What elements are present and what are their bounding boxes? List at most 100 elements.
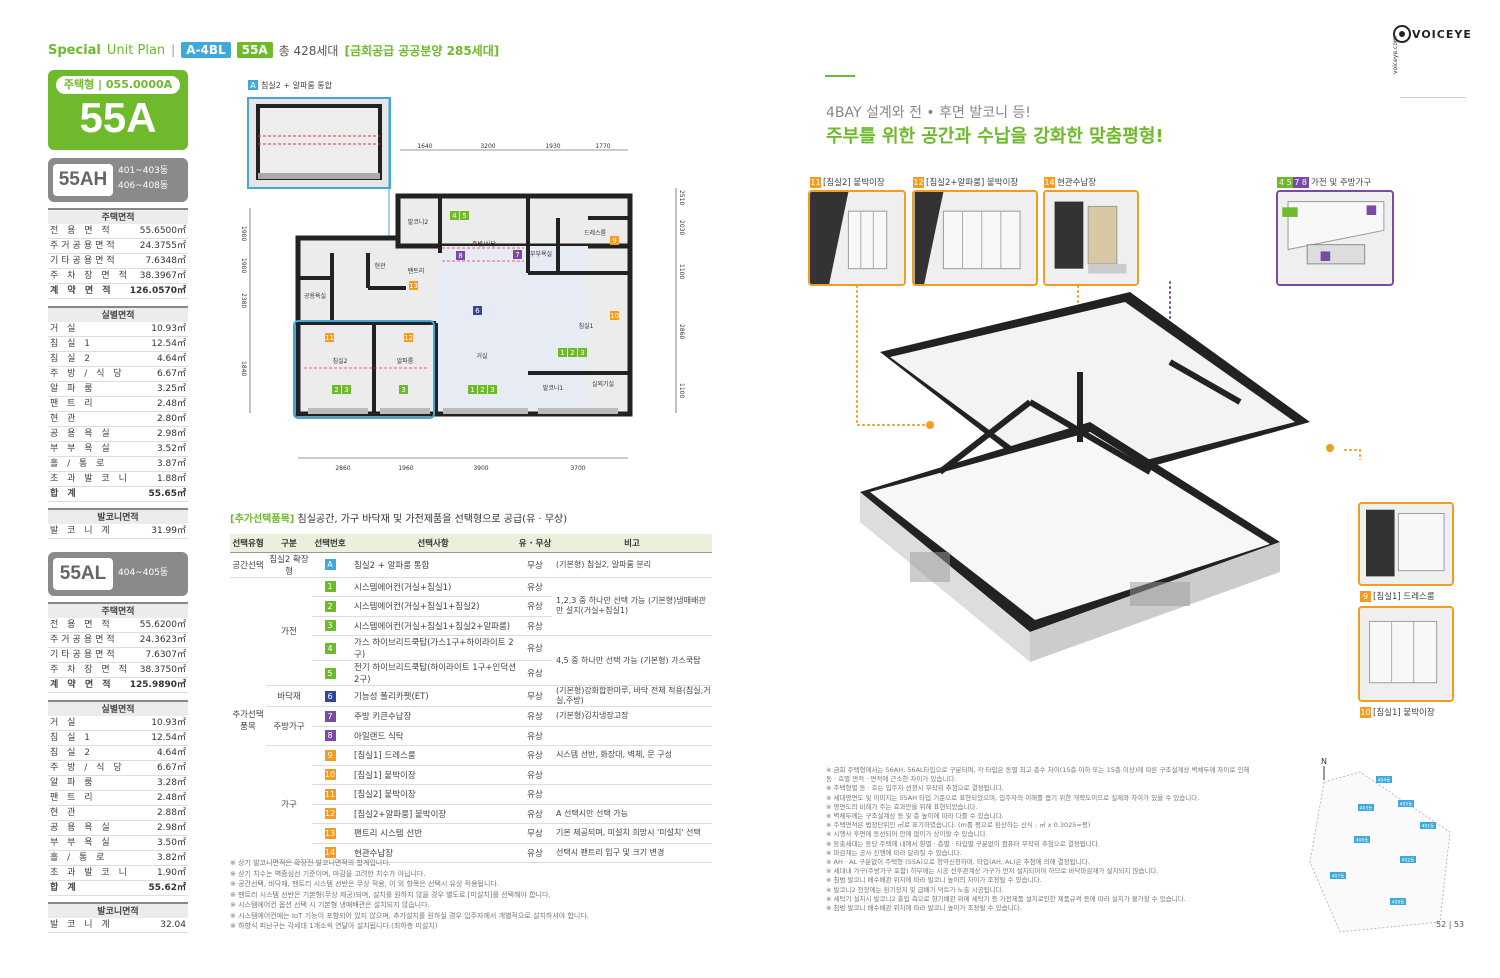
footnote: ※ 평면도의 비례가 주는 효과만을 위해 표현되었습니다.: [826, 802, 978, 811]
svg-text:발코니2: 발코니2: [408, 218, 429, 226]
area-key: 기타공용면적: [50, 256, 118, 266]
svg-text:1930: 1930: [545, 143, 560, 150]
area-key: 현 관: [50, 808, 79, 818]
area-key: 계 약 면 적: [50, 286, 114, 296]
svg-text:408동: 408동: [1392, 900, 1405, 906]
svg-text:2: 2: [480, 386, 484, 394]
area-key: 팬 트 리: [50, 399, 96, 409]
subtype-55al: 55AL 404~405동: [48, 552, 188, 596]
svg-text:407동: 407동: [1332, 874, 1345, 880]
area-key: 발 코 니 계: [50, 920, 113, 930]
footnote: ※ AH · AL 구분없이 주택형 (55A)으로 청약신청하며, 타입(AH…: [826, 858, 1090, 867]
svg-text:3200: 3200: [480, 143, 495, 150]
area-value: 12.54㎡: [151, 733, 186, 743]
footnote: ※ 금회 주택형에서는 56AH, 56AL타입으로 구분되며, 각 타입은 동…: [826, 766, 1250, 774]
area-key: 주 차 장 면 적: [50, 271, 130, 281]
north-label: N: [1321, 757, 1327, 766]
type-badge: 주택형 | 055.0000A 55A: [48, 70, 188, 150]
svg-text:2860: 2860: [678, 324, 685, 339]
area-table-header: 실별면적: [48, 306, 188, 322]
svg-text:1100: 1100: [678, 383, 685, 398]
unit-count: 총 428세대: [278, 43, 339, 58]
svg-text:1840: 1840: [240, 361, 247, 376]
area-key: 거 실: [50, 718, 79, 728]
footnote: ※ 마감재는 공사 진행에 따라 달라질 수 있습니다.: [826, 848, 962, 857]
area-value: 24.3755㎡: [139, 241, 186, 251]
area-key: 알 파 룸: [50, 778, 96, 788]
svg-text:2: 2: [334, 386, 338, 394]
area-value: 4.64㎡: [156, 748, 186, 758]
subtype-name: 55AH: [53, 164, 113, 196]
svg-text:406동: 406동: [1356, 838, 1369, 844]
table-row: 주방가구 7 주방 키큰수납장 유상 (기본형)김치냉장고장: [230, 706, 712, 746]
svg-text:드레스룸: 드레스룸: [584, 229, 607, 237]
area-value: 32.04: [160, 920, 186, 930]
thumb-bed2-alpha-closet: [912, 190, 1038, 286]
area-key: 홀 / 통 로: [50, 459, 108, 469]
svg-text:405동: 405동: [1400, 802, 1413, 808]
area-key: 거 실: [50, 324, 79, 334]
svg-text:3: 3: [344, 386, 348, 394]
area-value: 55.62㎡: [148, 883, 186, 893]
area-row: 발 코 니 계 32.04: [48, 918, 188, 933]
footnote: ※ 세대내 가구(주방가구 포함) 하부에는 시공 선후관계상 가구가 먼저 설…: [826, 867, 1159, 876]
accent-line: [825, 75, 855, 77]
separator: |: [171, 43, 176, 57]
svg-text:1900: 1900: [240, 258, 247, 273]
left-dimensions: 1900 1900 2380 1840: [240, 208, 251, 413]
svg-text:4: 4: [452, 212, 457, 220]
callout-label: 10 [침실1] 붙박이장: [1360, 706, 1435, 718]
voiceye-icon: [1393, 25, 1411, 43]
area-key: 부 부 욕 실: [50, 838, 113, 848]
table-row: 14 현관수납장 유상 선택시 팬트리 입구 및 크기 변경: [230, 843, 712, 863]
type-tag: 55A: [236, 42, 273, 58]
svg-text:3700: 3700: [570, 465, 585, 472]
footnote: ※ 상기 치수는 벽중심선 기준이며, 마감을 고려한 치수가 아닙니다.: [230, 869, 426, 878]
area-key: 전 용 면 적: [50, 226, 113, 236]
area-value: 24.3623㎡: [139, 635, 186, 645]
area-key: 주 방 / 식 당: [50, 763, 125, 773]
svg-text:1: 1: [470, 386, 474, 394]
svg-text:주방/식당: 주방/식당: [472, 240, 497, 248]
callout-label: 9 [침실1] 드레스룸: [1360, 590, 1435, 602]
table-row: 4 가스 하이브리드쿡탑(가스1구+하이라이트 2구) 유상 4,5 중 하나만…: [230, 635, 712, 686]
footnote: ※ 팬트리 시스템 선반은 기본형(무상 제공)되며, 설치를 원하지 않을 경…: [230, 890, 551, 899]
left-footnotes: ※ 상기 발코니면적은 확장전 발코니면적의 합계입니다.※ 상기 치수는 벽중…: [230, 858, 710, 932]
svg-text:8: 8: [458, 252, 462, 260]
area-key: 홀 / 통 로: [50, 853, 108, 863]
area-value: 3.87㎡: [156, 459, 186, 469]
area-table-header: 발코니면적: [48, 902, 188, 918]
svg-text:거실: 거실: [476, 352, 487, 360]
svg-text:실외기실: 실외기실: [592, 380, 614, 388]
type-name: 55A: [79, 94, 157, 141]
svg-text:2380: 2380: [240, 293, 247, 308]
callout-label: 14 현관수납장: [1044, 176, 1097, 188]
area-key: 공 용 욕 실: [50, 429, 113, 439]
footnote: 동 · 호별 면적 · 면적에 근소한 차이가 있습니다.: [826, 775, 957, 784]
plan-option-badges: 4 5 8 7 9 13 6 10 11 12 2 3 3 1 2 3 1 2 …: [325, 211, 619, 394]
svg-text:6: 6: [475, 307, 480, 315]
options-title: [추가선택품목] 침실공간, 가구 바닥재 및 가전제품을 선택형으로 공급(유…: [230, 514, 568, 525]
area-value: 10.93㎡: [151, 324, 186, 334]
area-value: 4.64㎡: [156, 354, 186, 364]
area-value: 2.80㎡: [156, 414, 186, 424]
svg-text:침실1: 침실1: [579, 322, 594, 330]
page-header: Special Unit Plan | A-4BL 55A 총 428세대 [금…: [48, 40, 499, 60]
